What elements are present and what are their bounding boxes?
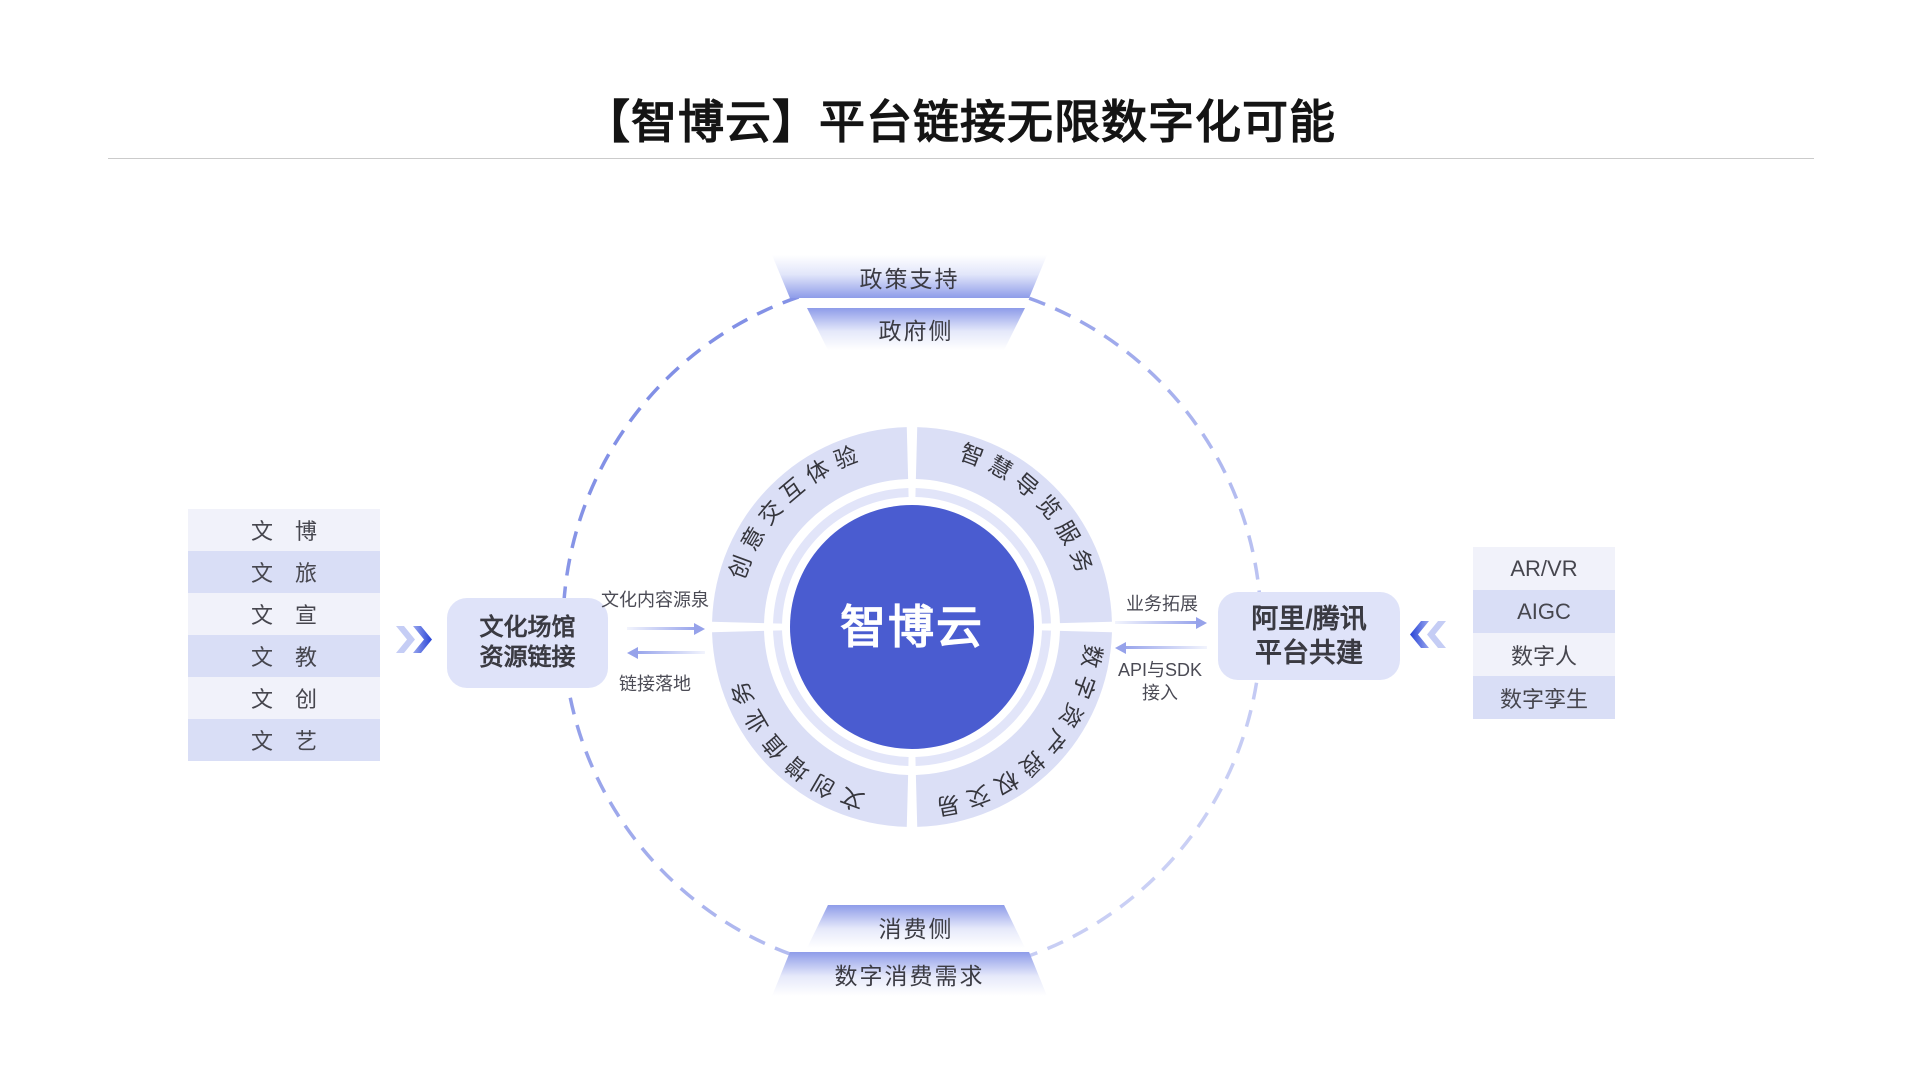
list-item: 数字孪生: [1473, 676, 1615, 719]
list-item: 文 创: [188, 677, 380, 719]
funnel-government-label: 政府侧: [878, 318, 954, 344]
arrow-left-icon: [627, 646, 705, 659]
arrow-shaft: [627, 627, 694, 630]
arrow-right-icon: [1115, 616, 1207, 629]
center-circle: [790, 505, 1034, 749]
page-title: 【智博云】平台链接无限数字化可能: [584, 96, 1336, 148]
double-chevron-right-icon: [396, 626, 432, 653]
arrow-head: [694, 622, 705, 635]
left-back-arrow-label: 链接落地: [619, 674, 691, 694]
arrow-shaft: [1115, 621, 1196, 624]
list-item: AIGC: [1473, 590, 1615, 633]
arrow-head: [1115, 641, 1126, 654]
chevron-right-icon: [396, 626, 415, 653]
left-out-arrow-label: 文化内容源泉: [601, 590, 709, 610]
list-item: 文 宣: [188, 593, 380, 635]
arrow-shaft: [638, 651, 705, 654]
ring-sector: [773, 488, 909, 624]
funnel-digital-demand: 数字消费需求: [772, 952, 1047, 996]
right-tech-list: AR/VR AIGC 数字人 数字孪生: [1473, 547, 1615, 719]
right-platform-box: 阿里/腾讯 平台共建: [1218, 592, 1400, 680]
center-platform-label: 智博云: [840, 601, 984, 653]
chevron-right-icon: [413, 626, 432, 653]
list-item: 文 教: [188, 635, 380, 677]
ring-sector: [712, 630, 909, 827]
ring-sector: [915, 488, 1051, 624]
title-divider: [108, 158, 1814, 159]
left-resource-box: 文化场馆 资源链接: [447, 598, 608, 688]
right-box-line1: 阿里/腾讯: [1251, 604, 1367, 634]
left-box-line2: 资源链接: [479, 644, 576, 671]
right-back-arrow-label: API与SDK 接入: [1100, 659, 1220, 705]
list-item: 文 艺: [188, 719, 380, 761]
arrow-right-icon: [627, 622, 705, 635]
right-out-arrow-label: 业务拓展: [1126, 594, 1198, 614]
chevron-left-icon: [1427, 621, 1446, 648]
funnel-government-side: 政府侧: [807, 308, 1025, 350]
list-item: 文 旅: [188, 551, 380, 593]
list-item: 文 博: [188, 509, 380, 551]
right-back-arrow-label-line1: API与SDK: [1117, 660, 1203, 680]
ring-sector: [712, 427, 909, 624]
funnel-demand-label: 数字消费需求: [834, 963, 985, 989]
list-item: 数字人: [1473, 633, 1615, 676]
left-box-line1: 文化场馆: [479, 614, 576, 641]
ring-sector: [773, 630, 909, 766]
right-back-arrow-label-line2: 接入: [1142, 683, 1178, 703]
funnel-consumer-side: 消费侧: [807, 905, 1025, 948]
chevron-left-icon: [1410, 621, 1429, 648]
right-box-line2: 平台共建: [1255, 638, 1363, 668]
list-item: AR/VR: [1473, 547, 1615, 590]
funnel-consumer-label: 消费侧: [878, 915, 954, 942]
ring-diagram: 创意交互体验 智慧导览服务 数字资产授权交易 文创增值业务 智博云: [561, 276, 1263, 978]
arrow-shaft: [1126, 646, 1207, 649]
arrow-head: [627, 646, 638, 659]
arrow-head: [1196, 616, 1207, 629]
ring-sector: [915, 630, 1112, 827]
ring-sector: [915, 630, 1051, 766]
left-category-list: 文 博 文 旅 文 宣 文 教 文 创 文 艺: [188, 509, 380, 761]
double-chevron-left-icon: [1410, 621, 1446, 648]
ring-sector: [915, 427, 1112, 624]
ring-quadrant-sectors: [712, 427, 1112, 827]
funnel-policy-label: 政策支持: [859, 265, 960, 292]
funnel-policy-support: 政策支持: [772, 255, 1047, 298]
arrow-left-icon: [1115, 641, 1207, 654]
